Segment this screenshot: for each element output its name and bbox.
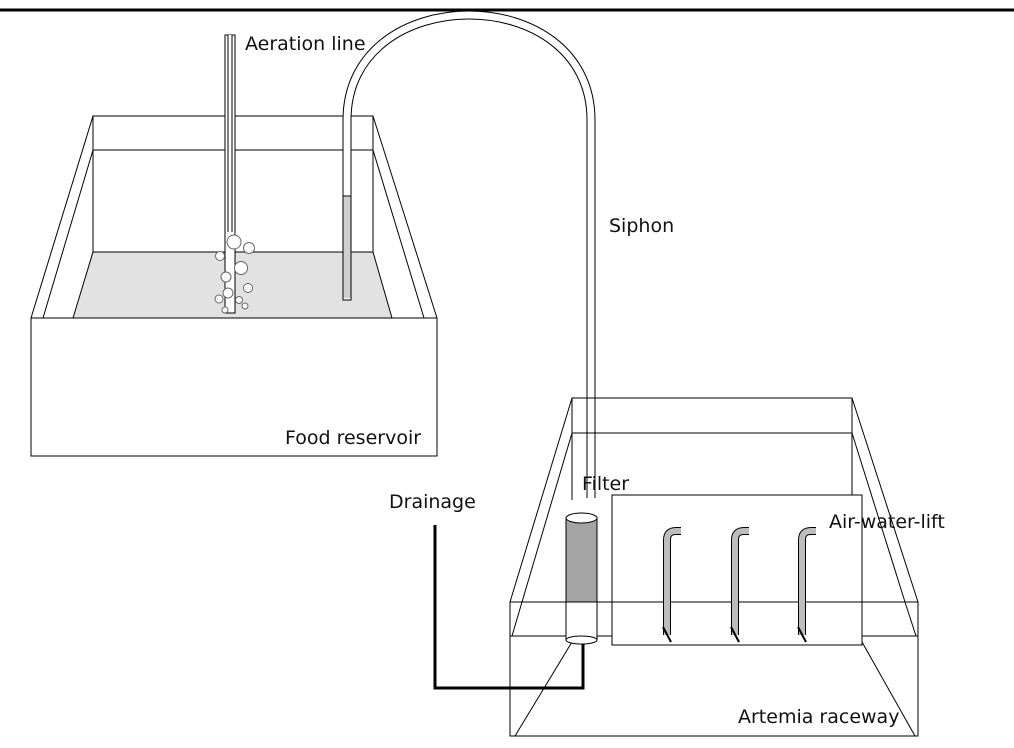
aeration-line-label: Aeration line (245, 33, 366, 55)
drainage-label: Drainage (389, 491, 476, 513)
air-bubbles (214, 234, 255, 314)
aeration-line (224, 34, 236, 314)
lift-tube-2 (730, 527, 749, 643)
air-water-lift-panel (611, 494, 863, 646)
filter-cylinder (565, 512, 598, 645)
lift-tube-3 (797, 527, 816, 643)
drainage-pipe (433, 525, 585, 690)
reservoir-front-panel (30, 317, 438, 457)
filter-label: Filter (582, 473, 629, 495)
artemia-raceway-label: Artemia raceway (738, 706, 899, 728)
food-reservoir-label: Food reservoir (285, 427, 421, 449)
lift-tube-1 (662, 527, 681, 643)
siphon-tube (342, 10, 596, 498)
air-water-lift-label: Air-water-lift (829, 511, 945, 533)
siphon-label: Siphon (609, 215, 674, 237)
